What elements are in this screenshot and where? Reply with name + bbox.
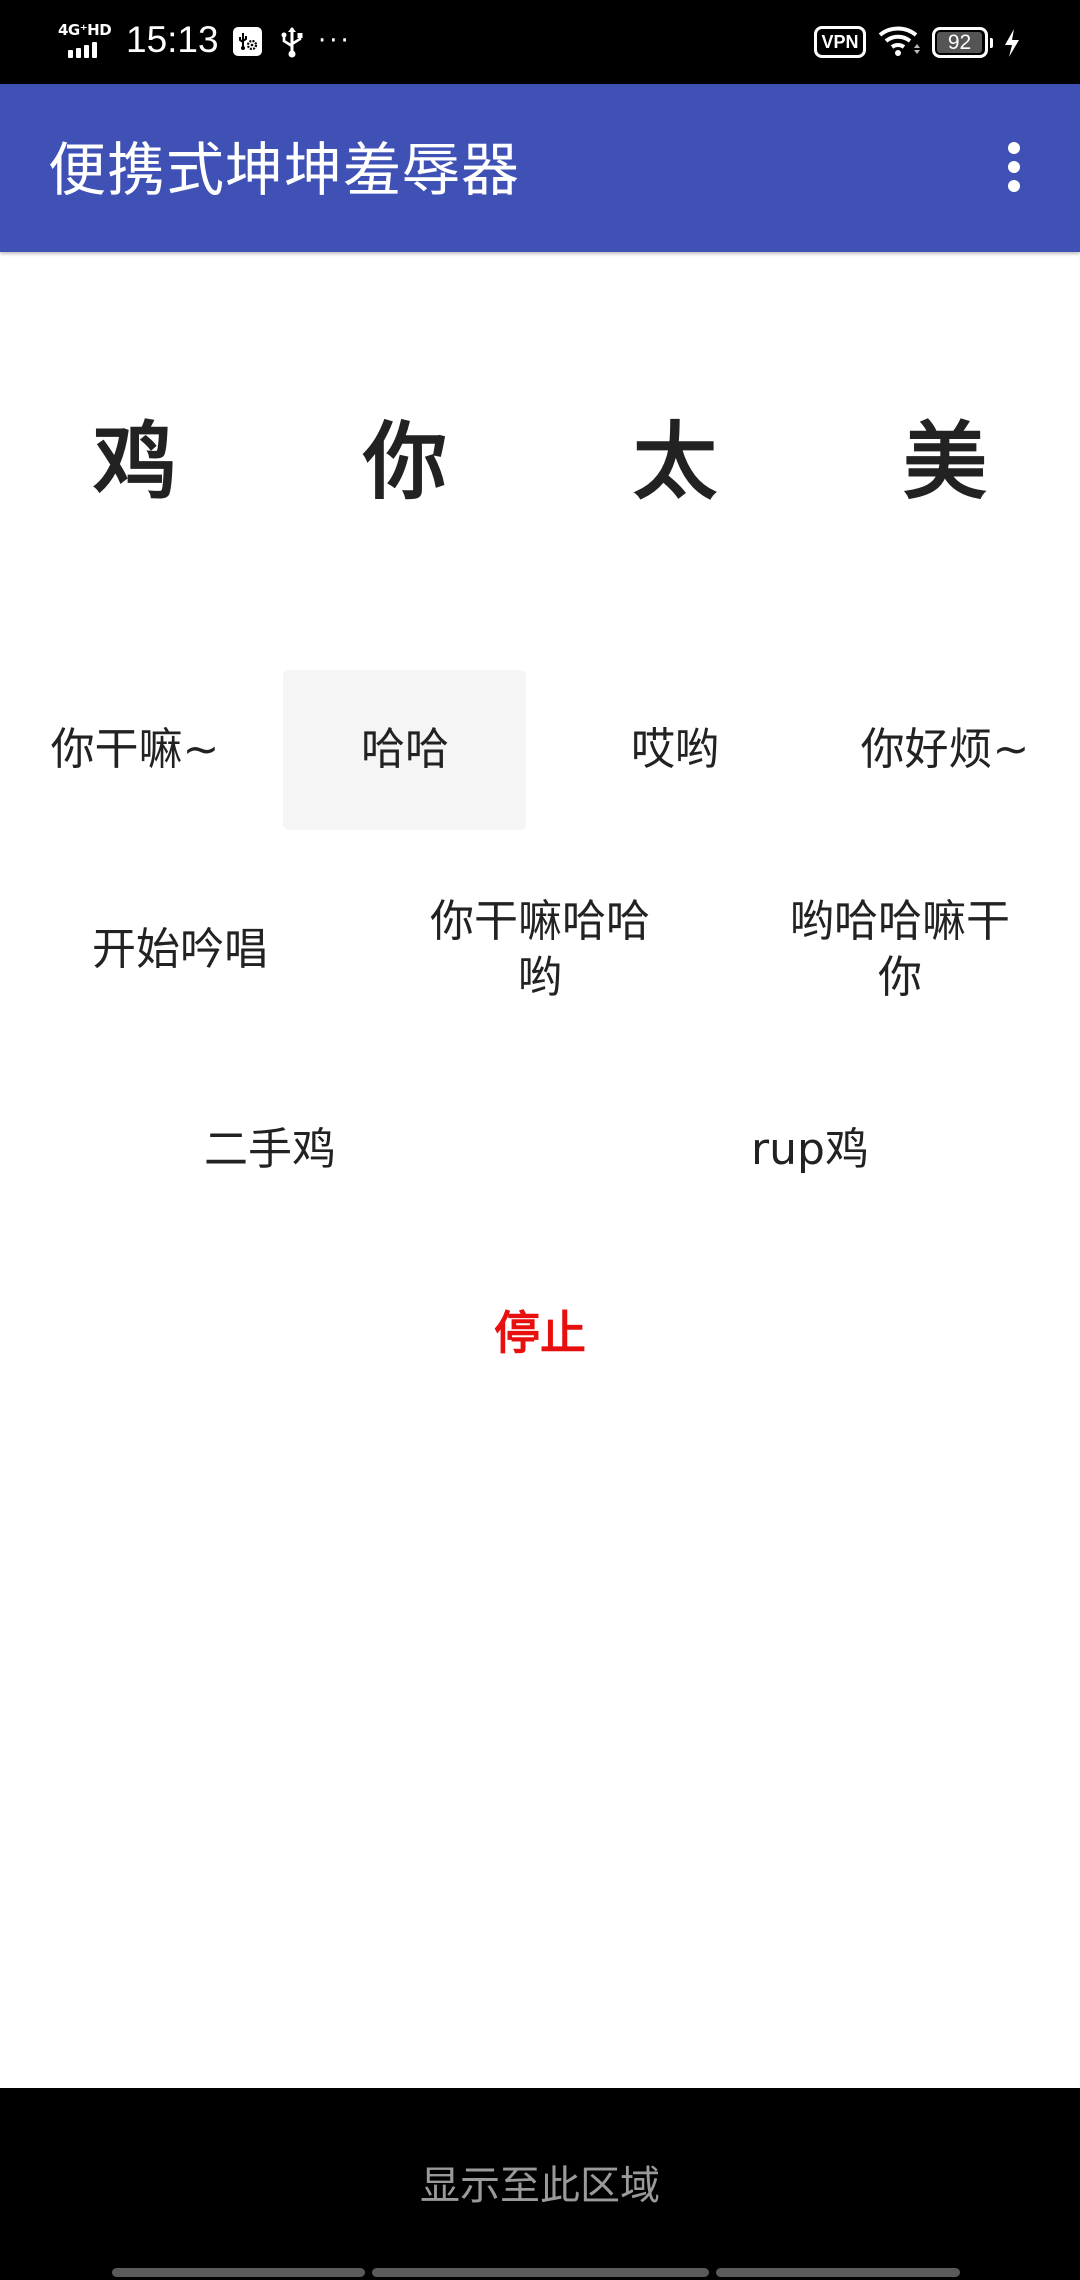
sound-button-nigansha[interactable]: 你干嘛~ xyxy=(0,670,270,830)
overflow-menu-button[interactable] xyxy=(990,134,1038,202)
headline-row: 鸡 你 太 美 xyxy=(0,390,1080,520)
gesture-bar-left[interactable] xyxy=(112,2268,365,2277)
button-label: 你干嘛~ xyxy=(50,724,220,775)
button-label: 开始吟唱 xyxy=(92,924,268,975)
usb-debugging-icon xyxy=(233,27,262,56)
sound-button-reversed[interactable]: 哟哈哈嘛干你 xyxy=(720,870,1080,1030)
bottom-display-area: 显示至此区域 xyxy=(0,2088,1080,2280)
sound-button-nihaofan[interactable]: 你好烦~ xyxy=(810,670,1080,830)
button-label: 哈哈 xyxy=(361,724,449,775)
sound-button-row-2: 开始吟唱 你干嘛哈哈哟 哟哈哈嘛干你 xyxy=(0,870,1080,1030)
button-label: rup鸡 xyxy=(751,1124,869,1175)
sound-button-aiyo[interactable]: 哎哟 xyxy=(540,670,810,830)
status-time: 15:13 xyxy=(126,19,219,60)
button-label: 你干嘛哈哈哟 xyxy=(430,896,650,1003)
overflow-menu-icon xyxy=(1008,142,1020,154)
button-label: 你好烦~ xyxy=(860,724,1030,775)
charging-icon xyxy=(1003,28,1021,62)
wifi-icon xyxy=(878,25,922,61)
status-bar: 4G⁺HD 15:13 ··· VPN xyxy=(0,0,1080,84)
sound-button-rupji[interactable]: rup鸡 xyxy=(540,1090,1080,1210)
sound-button-ershouji[interactable]: 二手鸡 xyxy=(0,1090,540,1210)
headline-char: 你 xyxy=(362,412,447,511)
headline-char: 鸡 xyxy=(92,412,177,511)
stop-button[interactable]: 停止 xyxy=(440,1290,640,1370)
battery-level: 92 xyxy=(937,32,982,53)
vpn-icon: VPN xyxy=(814,26,866,58)
sound-button-haha[interactable]: 哈哈 xyxy=(270,670,540,830)
usb-icon xyxy=(280,26,304,62)
signal-icon: 4G⁺HD xyxy=(58,22,114,58)
more-notifications-icon: ··· xyxy=(318,26,352,56)
headline-char: 美 xyxy=(902,412,987,511)
headline-char: 太 xyxy=(632,412,717,511)
sound-button-row-1: 你干嘛~ 哈哈 哎哟 你好烦~ xyxy=(0,670,1080,830)
app-title: 便携式坤坤羞辱器 xyxy=(48,136,521,204)
gesture-bar-right[interactable] xyxy=(716,2268,960,2277)
button-label: 哎哟 xyxy=(631,724,719,775)
button-label: 哟哈哈嘛干你 xyxy=(790,896,1010,1003)
gesture-bar-center[interactable] xyxy=(372,2268,709,2277)
button-label: 二手鸡 xyxy=(204,1124,336,1175)
sound-button-nigansha-hahayo[interactable]: 你干嘛哈哈哟 xyxy=(360,870,720,1030)
app-bar: 便携式坤坤羞辱器 xyxy=(0,84,1080,252)
sound-button-start-singing[interactable]: 开始吟唱 xyxy=(0,870,360,1030)
network-type: 4G⁺HD xyxy=(58,21,112,39)
battery-icon: 92 xyxy=(932,27,993,58)
display-limit-text: 显示至此区域 xyxy=(420,2163,660,2209)
sound-button-row-3: 二手鸡 rup鸡 xyxy=(0,1090,1080,1210)
